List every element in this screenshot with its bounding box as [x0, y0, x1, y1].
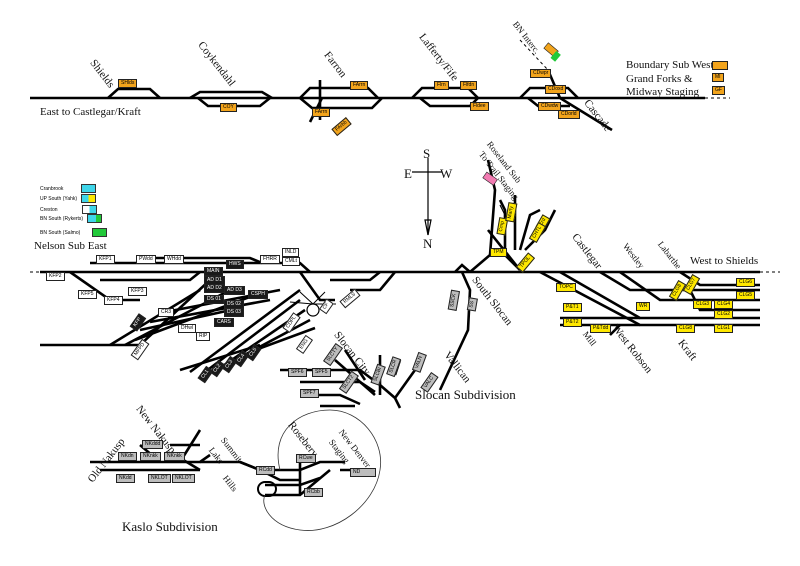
- tag-rosebery-3: RCbb: [304, 488, 323, 497]
- tag-lafferty-2: Flfdn: [460, 81, 478, 90]
- tag-pw: PWdd: [136, 255, 156, 264]
- tag-yard-7: DS 01: [204, 295, 224, 304]
- legend-bn-rykerts-swatch: [87, 214, 103, 223]
- tag-wr: WR: [636, 302, 651, 311]
- tag-pt2: P&T2: [563, 318, 582, 327]
- tag-cascade-4: CDorld: [558, 110, 580, 119]
- tag-yard-4: AD D2: [204, 284, 225, 293]
- tag-spf5: SPF5: [312, 368, 331, 377]
- tag-cm: CMLt: [282, 257, 300, 266]
- legend-creston: Creston: [40, 205, 97, 214]
- tag-yard-10: CARS: [214, 318, 234, 327]
- tag-castlegar-5: TPM: [490, 248, 507, 257]
- tag-rosebery-2: RCwe: [296, 454, 316, 463]
- tag-pt1: P&T1: [563, 303, 582, 312]
- legend-up-south-swatch: [81, 194, 97, 203]
- tag-cascade-2: CDoxd: [545, 85, 567, 94]
- tag-cr: CR3: [158, 308, 175, 317]
- tag-clg2: CLG2: [714, 310, 734, 319]
- label-nelson-sub-east: Nelson Sub East: [34, 240, 107, 252]
- tag-clg5: CLG5: [736, 291, 756, 300]
- tag-kfp2: KFP2: [46, 272, 65, 281]
- tag-rip: RIP: [196, 332, 211, 341]
- tag-clg3: CLG3: [693, 300, 713, 309]
- tag-inland: INLD: [282, 248, 300, 257]
- legend-gf-tag: GF: [712, 86, 725, 95]
- tag-yard-2: MAIN: [204, 267, 223, 276]
- tag-nakusp-4: NKnkk: [164, 452, 185, 461]
- label-west-to-shields: West to Shields: [690, 255, 759, 267]
- legend-bn-rykerts: BN South (Rykerts): [40, 214, 103, 223]
- compass-south: S: [423, 146, 431, 161]
- legend-boundary-tag: [712, 61, 728, 70]
- tag-nakusp-5: NKdd: [116, 474, 135, 483]
- legend-creston-swatch: [81, 205, 97, 214]
- legend-midway: Midway Staging: [626, 86, 700, 98]
- tag-clg4: CLG4: [714, 300, 734, 309]
- tag-wh: WHdd: [164, 255, 184, 264]
- tag-nakusp-1: NKdn: [118, 452, 137, 461]
- tag-lafferty-1: Flrn: [434, 81, 449, 90]
- tag-clg8: CLG8: [676, 324, 696, 333]
- compass-west: W: [440, 166, 453, 181]
- tag-nakusp-6: NKLOT: [148, 474, 171, 483]
- legend-grand-forks: Grand Forks &: [626, 73, 693, 85]
- tag-nakusp-7: NKLOT: [172, 474, 195, 483]
- tag-dhw: DHwl: [178, 324, 196, 333]
- tag-yard-5: AD D3: [224, 286, 245, 295]
- tag-shields: SHlds: [118, 79, 138, 88]
- tag-farron-1: FArrn: [350, 81, 369, 90]
- legend-mi-tag: MI: [712, 73, 724, 82]
- label-kaslo-subdivision: Kaslo Subdivision: [122, 519, 218, 534]
- tag-ptdd: P&Tdd: [590, 324, 612, 333]
- tag-nakusp-3: NKnkk: [140, 452, 161, 461]
- legend-boundary-sub: Boundary Sub West: [626, 59, 714, 71]
- tag-kfp5: KFP5: [78, 290, 97, 299]
- legend-bn-salmo-swatch: [92, 228, 108, 237]
- tag-clg6: CLG6: [736, 278, 756, 287]
- tag-yard-1: HWS: [226, 260, 244, 269]
- tag-rosebery-1: RCdd: [256, 466, 275, 475]
- tag-fh: FHRR: [260, 255, 280, 264]
- tag-lafferty-3: Fldee: [470, 102, 489, 111]
- tag-castlegar-7: TOPC: [556, 283, 576, 292]
- tag-cascade-3: CDwdw: [538, 102, 562, 111]
- tag-nakusp-2: NKddd: [142, 440, 164, 449]
- legend-bn-salmo: BN South (Salmo): [40, 228, 108, 237]
- tag-cascade-1: CDwpr: [530, 69, 552, 78]
- label-slocan-subdivision: Slocan Subdivision: [415, 387, 516, 402]
- tag-coykendahl: COY: [220, 103, 237, 112]
- legend-up-south: UP South (Yahk): [40, 194, 97, 203]
- tag-spf7: SPF7: [300, 389, 319, 398]
- legend-cranbrook-swatch: [81, 184, 97, 193]
- tag-clg1: CLG1: [714, 324, 734, 333]
- tag-farron-2: FArrn: [312, 108, 331, 117]
- tag-yard-6: CSPH: [248, 290, 268, 299]
- compass-north: N: [423, 236, 433, 251]
- tag-new-denver: ND: [350, 468, 376, 477]
- legend-cranbrook: Cranbrook: [40, 184, 97, 193]
- compass-east: E: [404, 166, 412, 181]
- tag-kfp4: KFP4: [104, 296, 123, 305]
- tag-kfp1: KFP1: [96, 255, 115, 264]
- tag-kfp3: KFP3: [128, 287, 147, 296]
- label-east-to-castlegar: East to Castlegar/Kraft: [40, 106, 141, 118]
- tag-spf6: SPF6: [288, 368, 307, 377]
- tag-yard-9: DS 03: [224, 308, 244, 317]
